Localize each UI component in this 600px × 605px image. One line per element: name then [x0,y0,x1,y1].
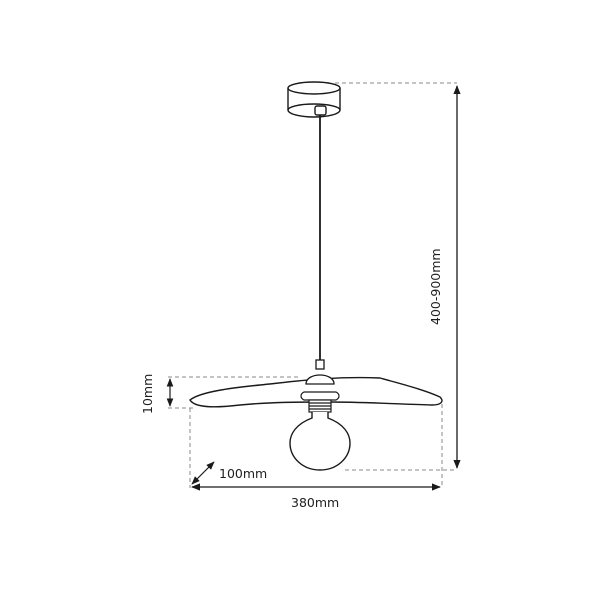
depth-label: 100mm [219,466,268,481]
ceiling-canopy [287,81,341,118]
socket-cap [305,359,335,385]
height-range-label: 400-900mm [428,248,443,325]
lamp-holder [300,391,340,413]
globe-bulb [289,412,351,471]
width-label: 380mm [291,495,340,510]
depth-dimension-arrow [191,461,215,485]
extension-lines [168,82,457,488]
shade-thickness-label: 10mm [140,373,155,414]
